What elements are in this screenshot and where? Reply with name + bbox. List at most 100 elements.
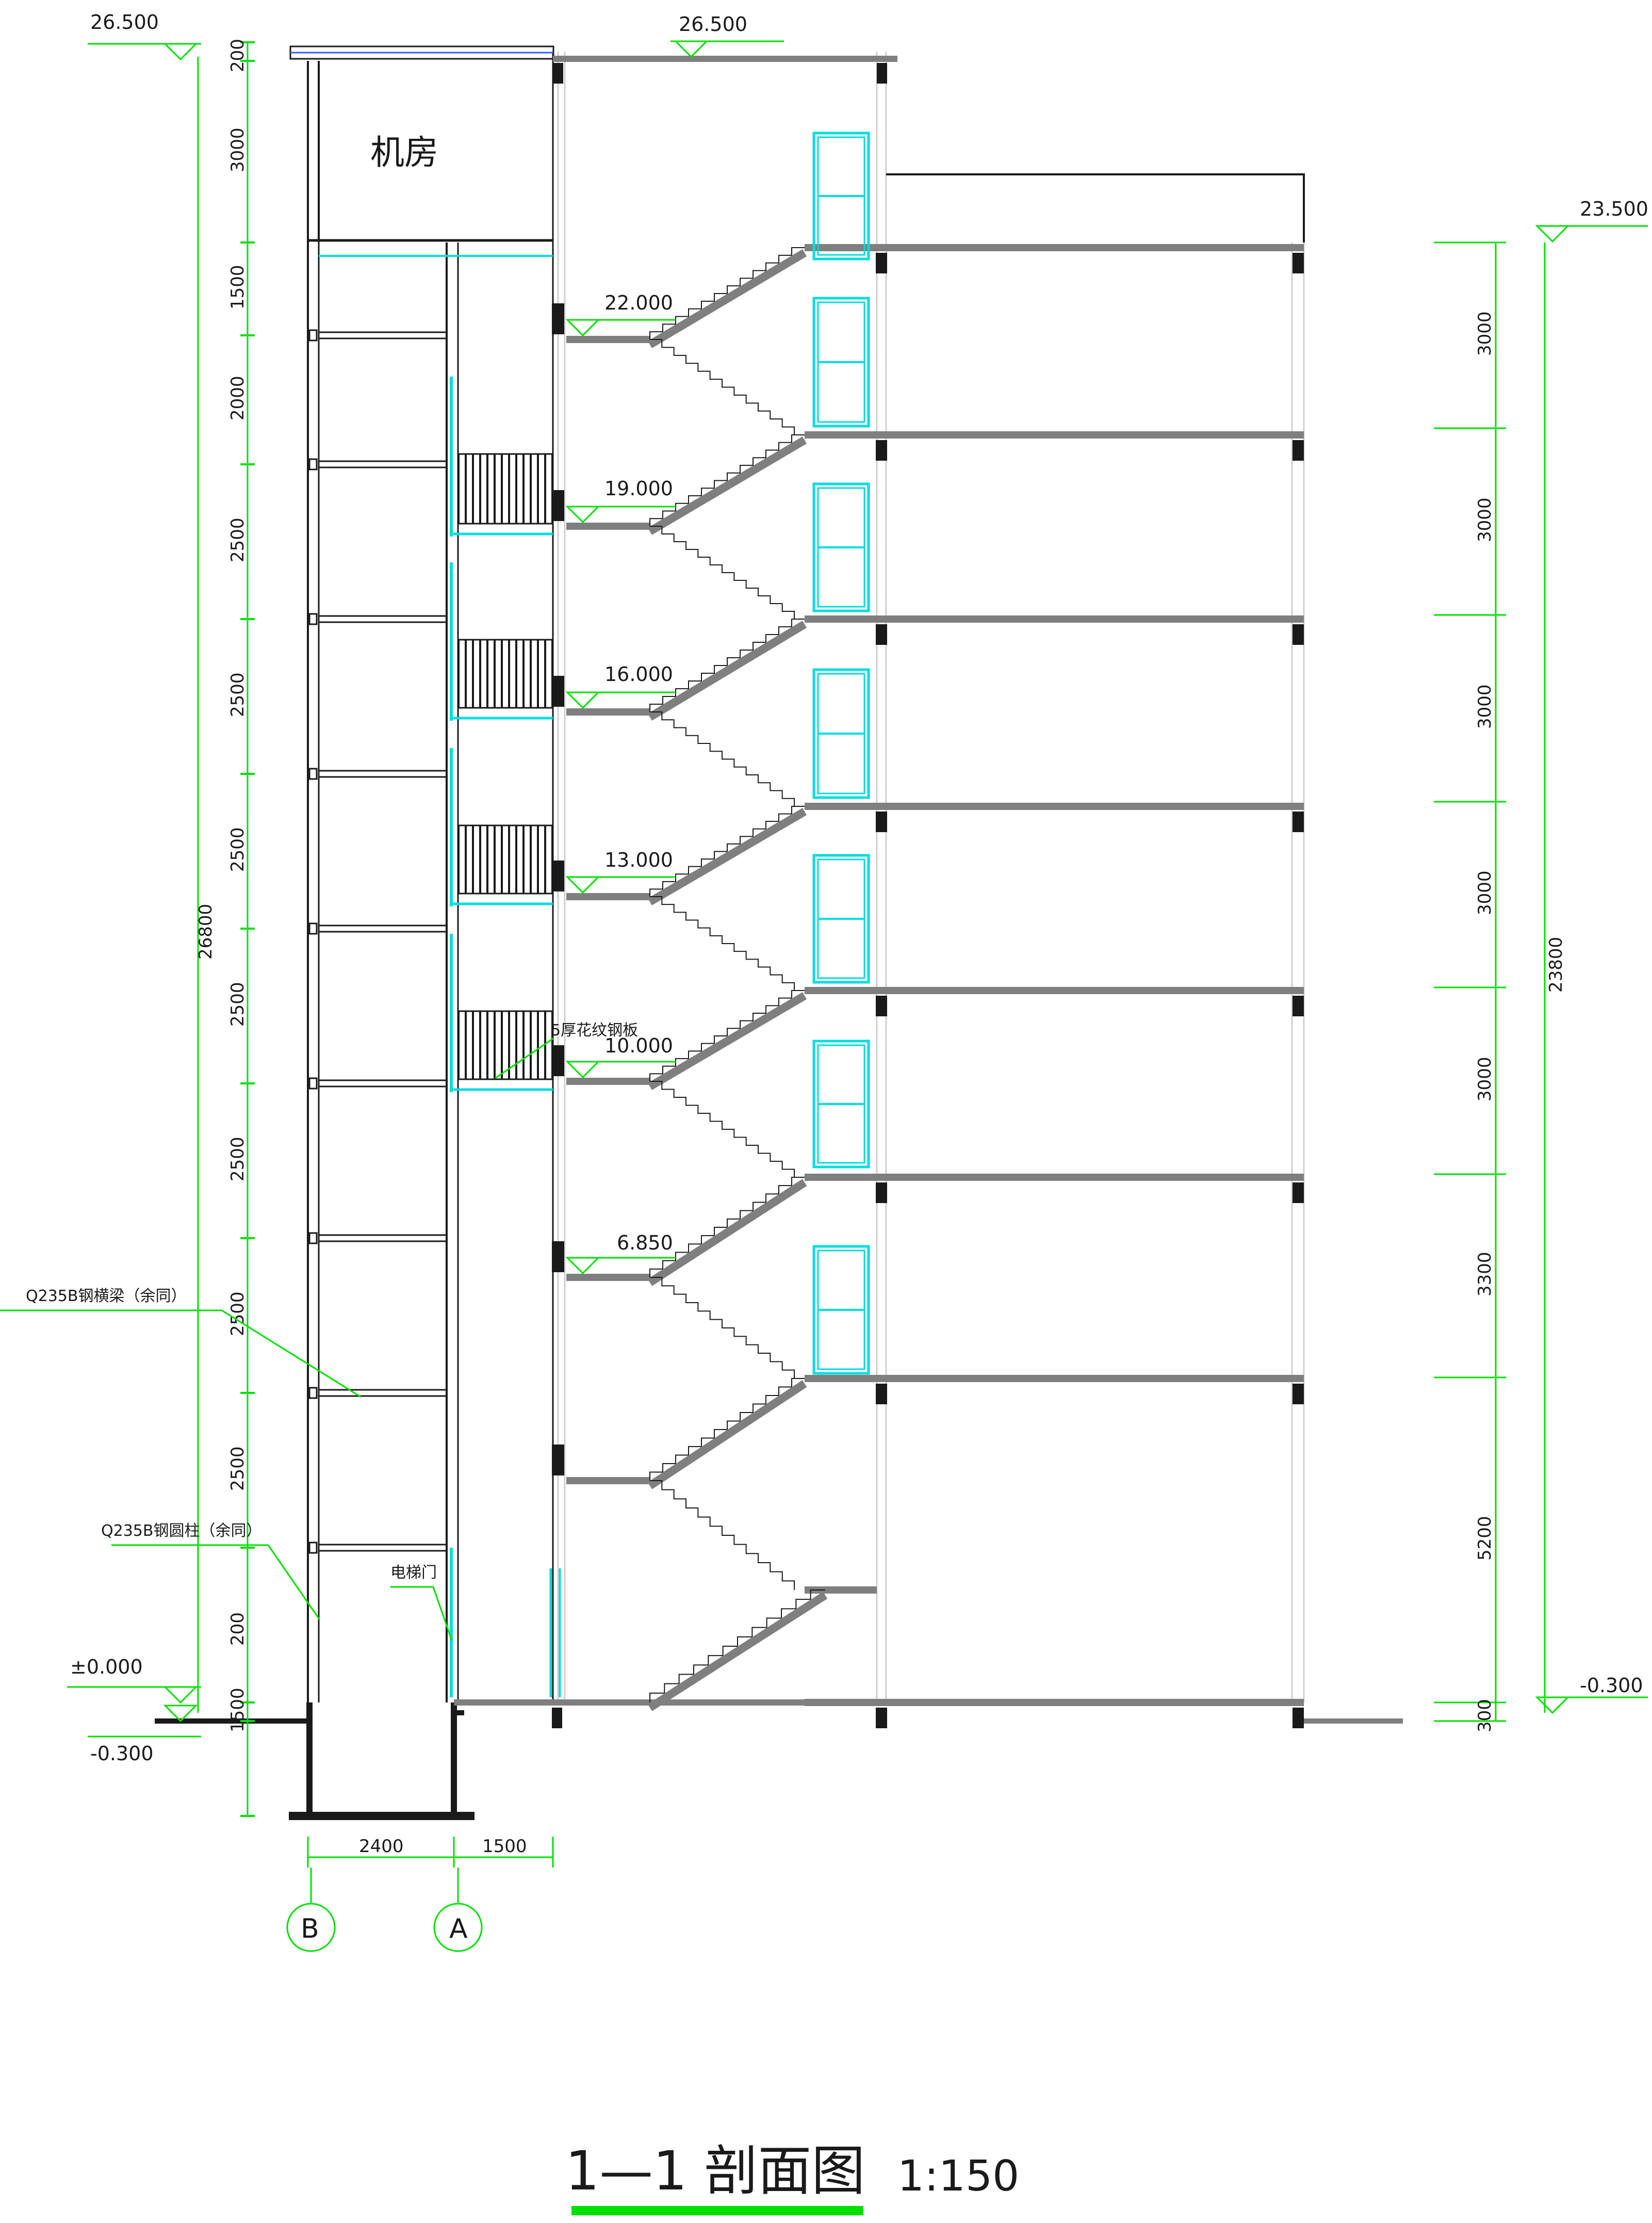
- landing-column: [552, 676, 564, 707]
- column-block: [1293, 1708, 1304, 1728]
- landing-elevation: 19.000: [604, 477, 673, 500]
- elevation-marker: [565, 319, 600, 337]
- elevation-left-minus: -0.300: [90, 1742, 154, 1765]
- column-block: [553, 63, 563, 84]
- bottom-dim: 1500: [482, 1836, 527, 1857]
- stair-treads-down: [650, 1277, 795, 1378]
- stair-treads-down: [650, 526, 795, 619]
- window-frame: [812, 297, 870, 428]
- beam-end: [308, 1077, 318, 1090]
- stair-treads: [649, 1589, 825, 1702]
- dim-label-left: 3000: [227, 127, 248, 172]
- column-block: [876, 1708, 887, 1728]
- dim-label-left: 1500: [227, 1687, 248, 1732]
- stair-treads: [649, 434, 805, 526]
- window-frame: [812, 854, 870, 984]
- windows: [812, 132, 870, 1375]
- plate-leader: [495, 1037, 554, 1079]
- stair-stringer: [647, 436, 807, 535]
- elevation-marker: [1535, 225, 1570, 243]
- beam-end: [308, 1232, 318, 1244]
- drawing-title: 1—1 剖面图: [565, 2139, 865, 2202]
- stair-treads: [649, 619, 805, 712]
- dim-label-left: 2500: [227, 1446, 248, 1491]
- window-frame: [812, 1040, 870, 1169]
- dim-label-left: 2500: [227, 1137, 248, 1181]
- dim-label-left: 2000: [227, 376, 248, 420]
- landing-column: [552, 1241, 564, 1272]
- checker-plate: [457, 453, 554, 525]
- stair-stringer: [647, 1179, 807, 1286]
- column-block: [877, 63, 887, 84]
- plate-note: 5厚花纹钢板: [551, 1021, 638, 1040]
- column-block: [1293, 440, 1304, 461]
- stair-treads-down: [650, 339, 795, 435]
- stair-treads: [649, 806, 805, 897]
- stair-stringer: [647, 808, 807, 905]
- column-block: [876, 812, 887, 832]
- elevation-marker: [565, 1061, 600, 1079]
- stair-treads: [649, 1177, 805, 1277]
- dim-label-right: 3000: [1475, 311, 1495, 356]
- dim-label-right: 5200: [1475, 1516, 1495, 1561]
- checker-plate: [457, 639, 554, 709]
- bottom-dim: 2400: [359, 1836, 404, 1857]
- elevation-marker: [1535, 1696, 1570, 1714]
- room-label: 机房: [370, 133, 438, 172]
- dim-label-left: 200: [227, 1612, 248, 1646]
- beam-leader: [0, 1309, 362, 1398]
- column-block: [876, 253, 887, 273]
- stair-treads-down: [650, 1081, 795, 1177]
- column-block: [876, 1182, 887, 1203]
- elevation-marker: [565, 506, 600, 524]
- dim-label-left: 2500: [227, 827, 248, 872]
- elevation-marker: [565, 691, 600, 709]
- stair-treads: [649, 247, 805, 339]
- column-block: [1293, 1384, 1304, 1404]
- title-underline: [571, 2206, 863, 2215]
- stair-treads: [649, 1378, 805, 1481]
- elevation-marker: [163, 1705, 198, 1723]
- window-frame: [812, 132, 870, 261]
- axis-label-a: A: [449, 1913, 468, 1944]
- checker-plate: [457, 824, 554, 895]
- left-total-dim: 26800: [195, 904, 216, 960]
- column-block: [1293, 812, 1304, 832]
- stair-stringer: [647, 249, 807, 348]
- landing-elevation: 6.850: [617, 1231, 673, 1254]
- elevation-marker: [674, 40, 709, 58]
- checker-plate: [457, 1010, 554, 1080]
- landing-elevation: 16.000: [604, 663, 673, 686]
- dim-label-right: 3000: [1475, 497, 1495, 542]
- landing-column: [552, 1045, 564, 1076]
- right-total-dim: 23800: [1546, 937, 1566, 993]
- dim-label-left: 2500: [227, 672, 248, 717]
- beam-end: [308, 613, 318, 625]
- dim-label-right: 300: [1475, 1699, 1495, 1732]
- elevation-marker: [565, 1257, 600, 1275]
- elevation-marker: [163, 43, 198, 61]
- drawing-scale: 1:150: [897, 2152, 1019, 2201]
- landing-column: [552, 490, 564, 521]
- stair-treads-down: [650, 896, 795, 991]
- elevation-left-zero: ±0.000: [70, 1656, 143, 1678]
- dim-label-left: 2500: [227, 982, 248, 1027]
- beam-end: [308, 922, 318, 935]
- dim-label-right: 3000: [1475, 1057, 1495, 1101]
- beam-end: [308, 1387, 318, 1399]
- elevation-right-top: 23.500: [1580, 198, 1648, 220]
- landing-elevation: 10.000: [604, 1034, 673, 1057]
- structure: [155, 45, 1403, 1820]
- elevation-right-bottom: -0.300: [1580, 1674, 1643, 1697]
- stair-treads: [649, 990, 805, 1081]
- stair-stringer: [647, 992, 807, 1090]
- window-frame: [812, 668, 870, 799]
- dim-label-left: 1500: [227, 265, 248, 310]
- dim-label-right: 3300: [1475, 1252, 1495, 1296]
- window-frame: [812, 1245, 870, 1375]
- dim-label-left: 2500: [227, 517, 248, 562]
- column-block: [1293, 253, 1304, 273]
- window-frame: [812, 482, 870, 612]
- beam-end: [308, 1542, 318, 1554]
